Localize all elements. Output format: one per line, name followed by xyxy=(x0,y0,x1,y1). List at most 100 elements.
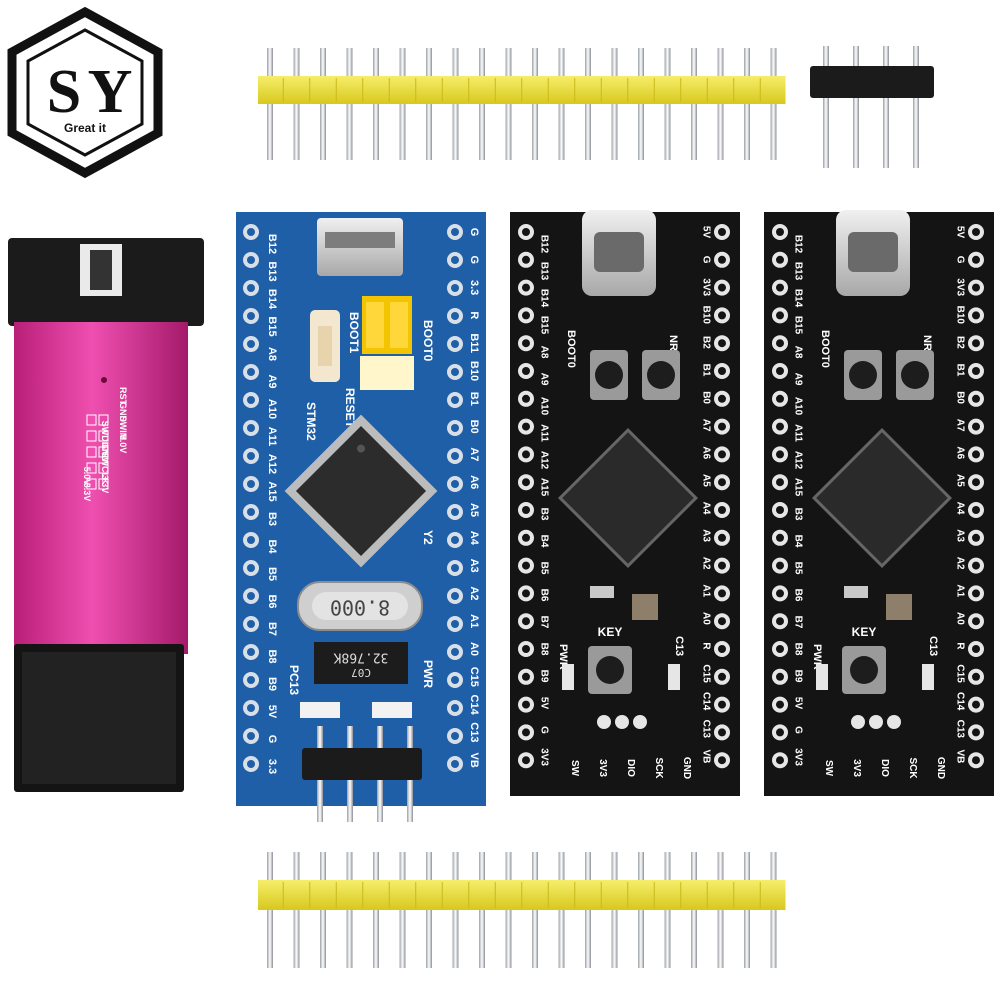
pin-label: A11 xyxy=(792,424,803,442)
pwr-led xyxy=(816,664,828,690)
angle-pin xyxy=(823,46,829,68)
programmer-pin-label: SWDIO xyxy=(100,421,110,452)
pin-label: B15 xyxy=(266,316,278,336)
swd-pin-label: GND xyxy=(935,757,946,779)
pin-label: B1 xyxy=(954,364,965,377)
pin-label: C15 xyxy=(954,664,965,683)
programmer-pin-label: GND xyxy=(118,402,128,423)
pin-label: 5V xyxy=(954,226,965,239)
pin-label: B12 xyxy=(538,235,549,254)
pc13-label: PC13 xyxy=(287,665,301,695)
swd-pin-label: SCK xyxy=(907,757,918,779)
pin-label: A1 xyxy=(468,614,480,628)
pin-label: B13 xyxy=(792,262,803,281)
pin-label: B0 xyxy=(700,391,711,404)
pwr-led xyxy=(562,664,574,690)
pin-label: A12 xyxy=(538,451,549,470)
pin-label: A15 xyxy=(538,478,549,497)
pin-label: A9 xyxy=(538,373,549,386)
pin-label: A7 xyxy=(700,419,711,432)
pin-label: A2 xyxy=(468,586,480,600)
pin-label: C14 xyxy=(954,692,965,711)
pin-label: G xyxy=(954,256,965,264)
angle-pin xyxy=(853,96,859,168)
pin-label: A12 xyxy=(266,454,278,474)
pin-label: B14 xyxy=(792,289,803,308)
pin-label: 3V3 xyxy=(538,748,549,766)
pin-label: A2 xyxy=(954,557,965,570)
black-pill-board-2: B12B13B14B15A8A9A10A11A12A15B3B4B5B6B7B8… xyxy=(764,210,994,796)
pin-label: B4 xyxy=(538,535,549,548)
oscillator xyxy=(886,594,912,620)
pin-label: B7 xyxy=(266,622,278,636)
pin-label: B1 xyxy=(468,392,480,406)
pin-label: B10 xyxy=(700,306,711,325)
pwr-label: PWR xyxy=(421,660,435,688)
swd-pin-label: 3V3 xyxy=(851,759,862,777)
programmer-pin-label: 3.3V xyxy=(82,483,92,502)
pin-label: A8 xyxy=(538,346,549,359)
led-indicator xyxy=(101,377,107,383)
y2-label: Y2 xyxy=(421,530,435,545)
pin-label: B11 xyxy=(468,333,480,353)
pin-label: A5 xyxy=(700,474,711,487)
pin-label: A9 xyxy=(792,373,803,386)
pin-label: A8 xyxy=(792,346,803,359)
pin-header-bottom xyxy=(258,852,786,968)
rtc-crystal-code: C07 xyxy=(351,666,371,679)
pin-label: B13 xyxy=(538,262,549,281)
mcu-chip xyxy=(557,427,699,569)
pin-label: A0 xyxy=(700,612,711,625)
programmer-pin-label: 5.0V xyxy=(118,435,128,454)
key-label: KEY xyxy=(598,625,623,639)
pin-label: B12 xyxy=(266,234,278,254)
pin-header-top xyxy=(258,48,786,160)
pin-label: B7 xyxy=(538,616,549,629)
pin-label: B5 xyxy=(538,562,549,575)
pin-label: B14 xyxy=(266,289,278,310)
pin-label: A0 xyxy=(468,642,480,656)
pin-label: B8 xyxy=(538,643,549,656)
programmer-pin-label: SWIM xyxy=(118,416,128,441)
pin-label: B1 xyxy=(700,364,711,377)
pin-label: B15 xyxy=(792,316,803,335)
pin-label: 3.3 xyxy=(266,759,278,774)
pin-label: 5V xyxy=(266,705,278,719)
pin-label: A8 xyxy=(266,347,278,361)
angle-header-plastic xyxy=(810,66,934,98)
swd-pin-label: 3V3 xyxy=(597,759,608,777)
pin-label: B10 xyxy=(954,306,965,325)
pin-label: G xyxy=(468,256,480,265)
pin-label: VB xyxy=(954,749,965,763)
pin-label: B10 xyxy=(468,361,480,381)
programmer-pin-label: 3.3V xyxy=(100,475,110,494)
pin-label: 3V3 xyxy=(700,278,711,296)
pin-label: G xyxy=(468,228,480,237)
logo-letter-s: S xyxy=(47,58,81,126)
pin-label: B6 xyxy=(538,589,549,602)
rtc-crystal xyxy=(314,642,408,684)
pin-label: G xyxy=(538,726,549,734)
pin-label: A10 xyxy=(792,397,803,416)
programmer-pin-label: RST xyxy=(118,387,128,406)
pin-label: R xyxy=(954,642,965,650)
pin-label: B6 xyxy=(792,589,803,602)
pin-label: B15 xyxy=(538,316,549,335)
pin-label: C13 xyxy=(700,720,711,739)
reset-label: RESET xyxy=(343,388,357,429)
pin-label: B6 xyxy=(266,594,278,608)
swd-pin-label: GND xyxy=(681,757,692,779)
pin-label: A6 xyxy=(954,446,965,459)
pin-label: VB xyxy=(700,749,711,763)
pin-label: B8 xyxy=(266,649,278,663)
pin-label: B0 xyxy=(954,391,965,404)
swd-pin-label: SW xyxy=(823,760,834,777)
pin-label: A11 xyxy=(538,424,549,442)
pin-label: G xyxy=(792,726,803,734)
pin-label: A9 xyxy=(266,374,278,388)
pwr-label: PWR xyxy=(811,644,823,670)
pin-label: B5 xyxy=(266,567,278,581)
